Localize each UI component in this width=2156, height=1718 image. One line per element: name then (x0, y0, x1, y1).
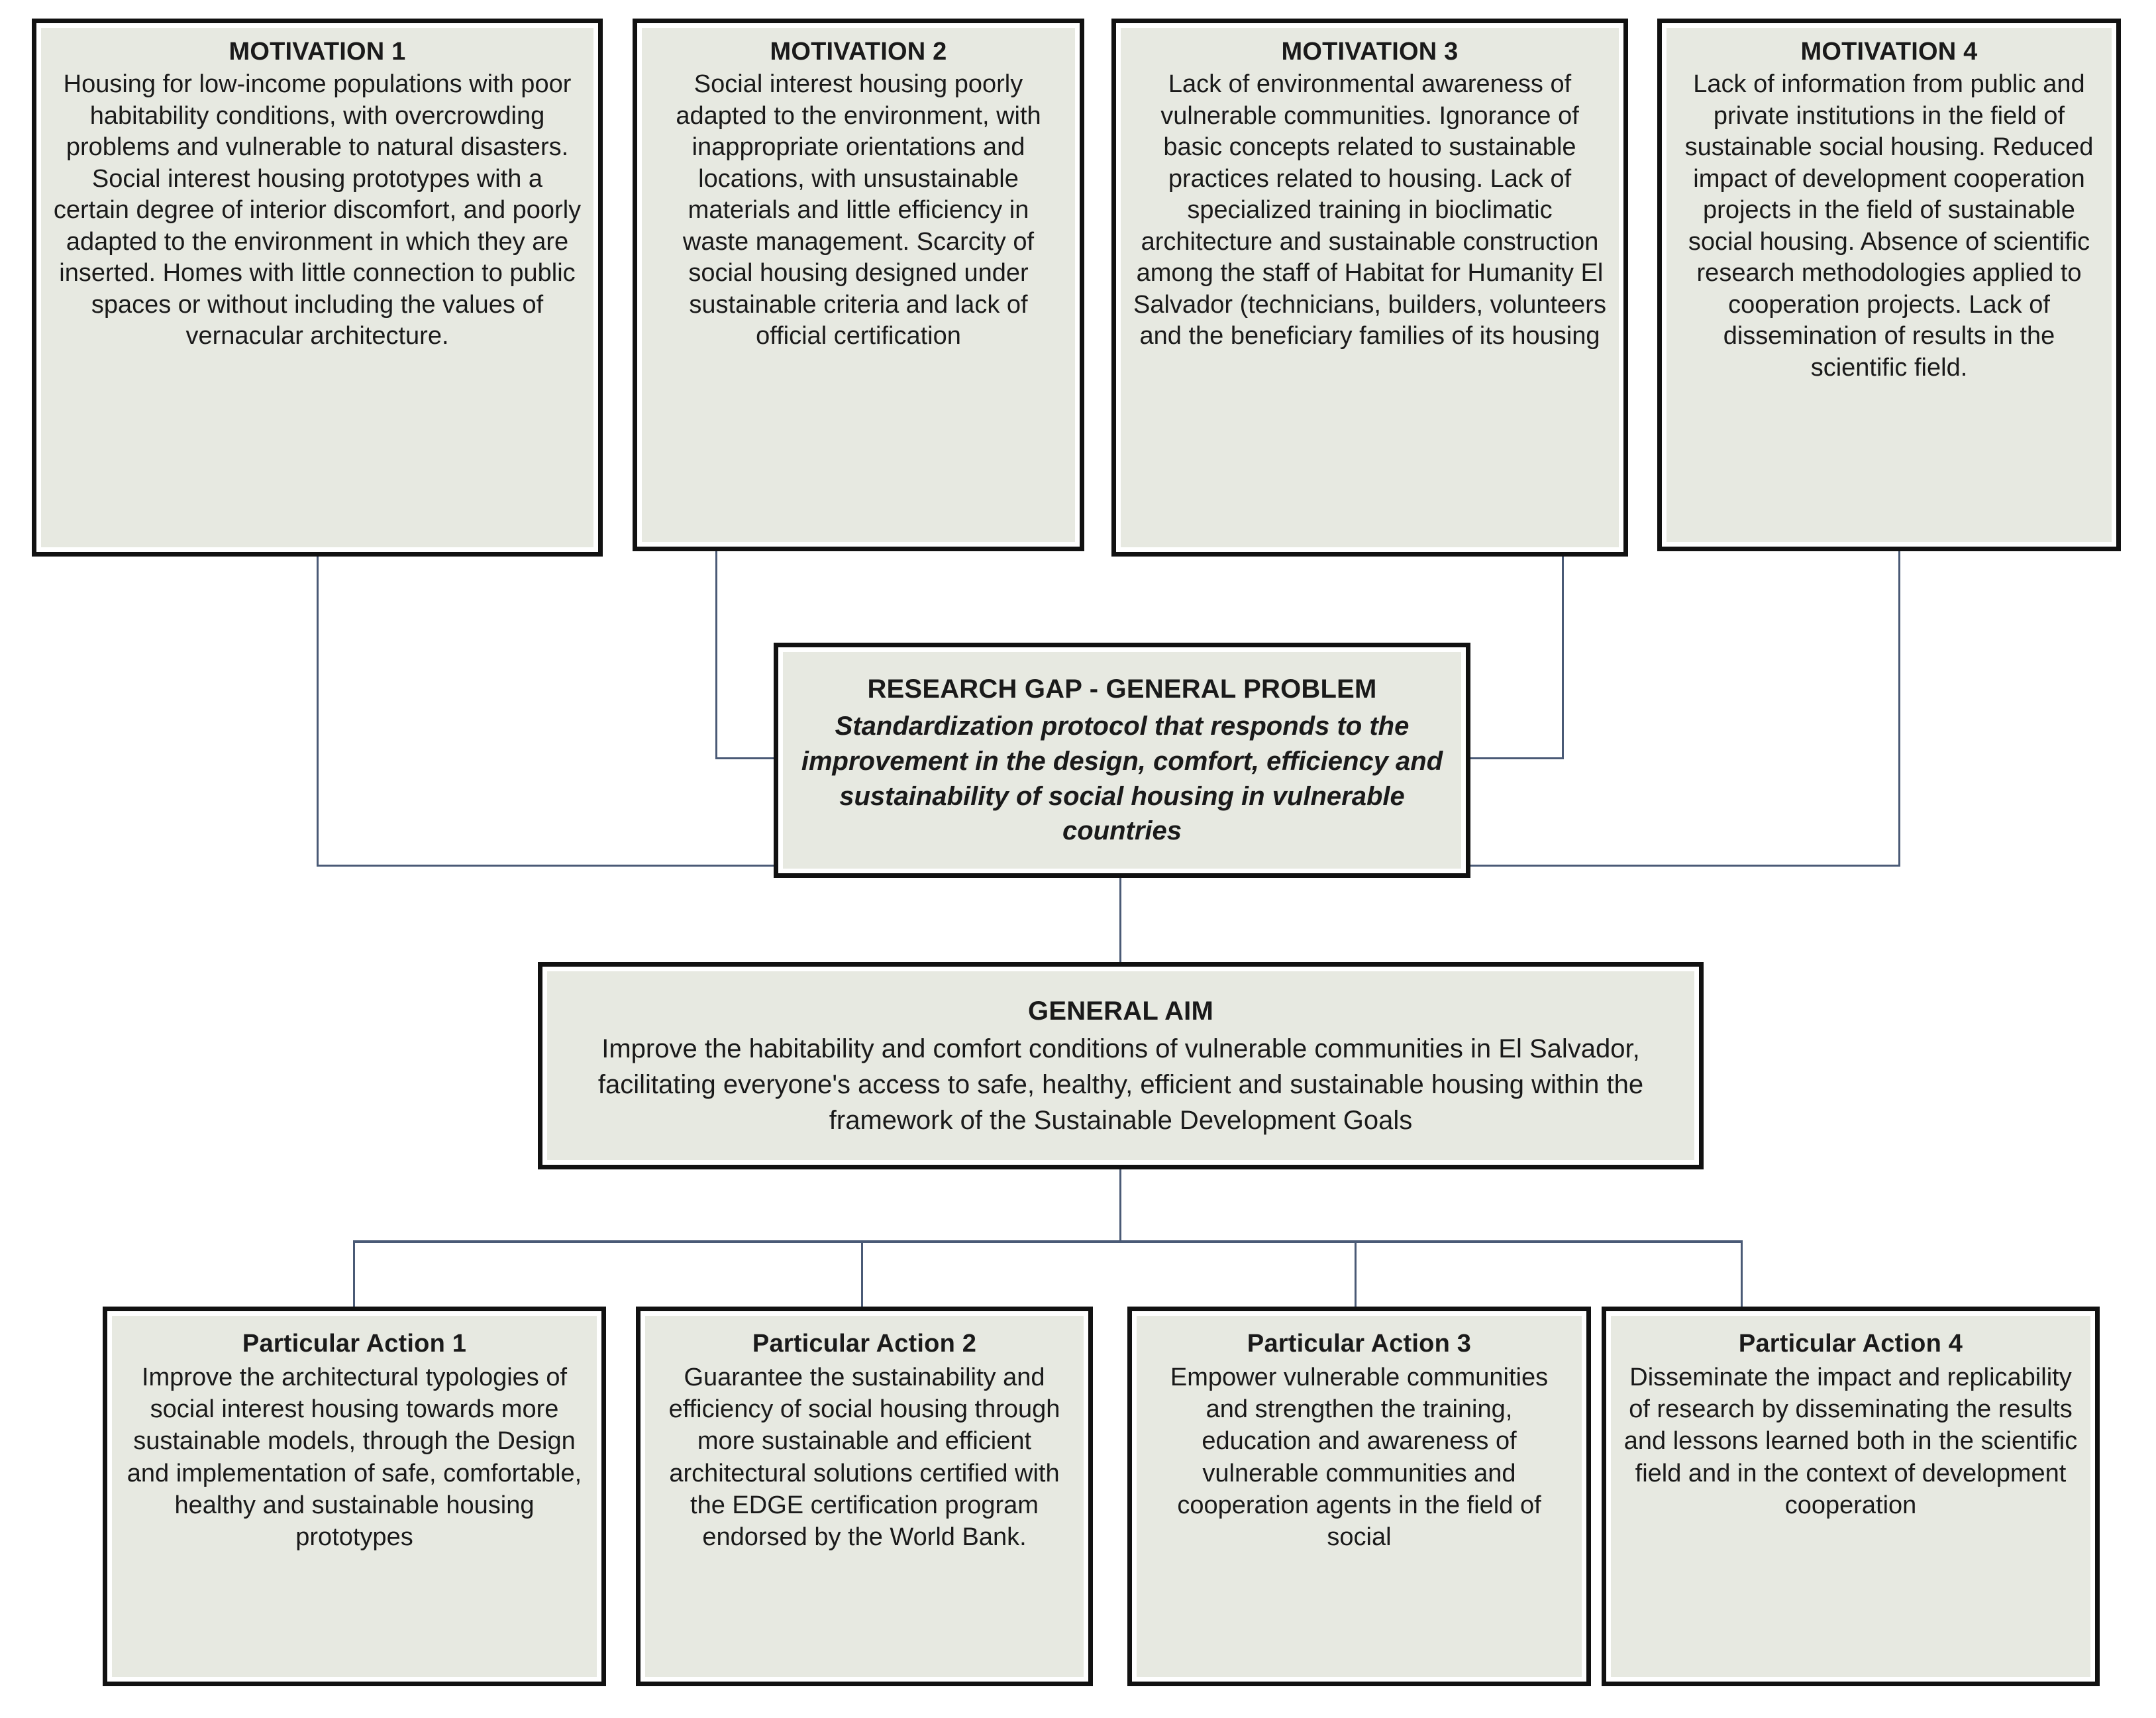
motivation-2-text: Social interest housing poorly adapted t… (676, 70, 1041, 350)
particular-action-4-title: Particular Action 4 (1738, 1330, 1963, 1358)
particular-action-box-2[interactable]: Particular Action 2 Guarantee the sustai… (636, 1307, 1093, 1686)
research-gap-text: Standardization protocol that responds t… (801, 711, 1443, 846)
connector-actions-bus (353, 1240, 1743, 1243)
connector-action-4-drop (1741, 1240, 1743, 1308)
particular-action-3-title: Particular Action 3 (1247, 1330, 1472, 1358)
connector-motivation-2-vertical (715, 551, 717, 759)
connector-action-2-drop (861, 1240, 863, 1308)
research-gap-box[interactable]: RESEARCH GAP - GENERAL PROBLEM Standardi… (774, 643, 1470, 878)
connector-motivation-3-vertical (1562, 557, 1564, 759)
particular-action-box-4[interactable]: Particular Action 4 Disseminate the impa… (1602, 1307, 2100, 1686)
motivation-4-title: MOTIVATION 4 (1800, 38, 1978, 66)
motivation-1-text: Housing for low-income populations with … (53, 70, 582, 350)
connector-aim-drop (1119, 1169, 1121, 1242)
research-gap-title: RESEARCH GAP - GENERAL PROBLEM (867, 674, 1377, 704)
motivation-box-1[interactable]: MOTIVATION 1 Housing for low-income popu… (32, 19, 603, 557)
particular-action-4-text: Disseminate the impact and replicability… (1623, 1363, 2078, 1519)
connector-motivation-2-horizontal (715, 757, 776, 759)
general-aim-text: Improve the habitability and comfort con… (597, 1034, 1644, 1135)
particular-action-1-text: Improve the architectural typologies of … (127, 1363, 582, 1552)
motivation-box-4[interactable]: MOTIVATION 4 Lack of information from pu… (1657, 19, 2121, 551)
particular-action-1-title: Particular Action 1 (242, 1330, 467, 1358)
connector-motivation-4-horizontal (1468, 865, 1900, 867)
connector-action-3-drop (1355, 1240, 1357, 1308)
connector-motivation-3-horizontal (1468, 757, 1564, 759)
motivation-3-title: MOTIVATION 3 (1281, 38, 1459, 66)
general-aim-box[interactable]: GENERAL AIM Improve the habitability and… (538, 962, 1704, 1169)
general-aim-title: GENERAL AIM (1028, 996, 1213, 1026)
particular-action-2-text: Guarantee the sustainability and efficie… (668, 1363, 1060, 1552)
motivation-4-text: Lack of information from public and priv… (1684, 70, 2094, 382)
particular-action-2-title: Particular Action 2 (752, 1330, 977, 1358)
particular-action-3-text: Empower vulnerable communities and stren… (1170, 1363, 1549, 1552)
particular-action-box-1[interactable]: Particular Action 1 Improve the architec… (103, 1307, 606, 1686)
motivation-box-3[interactable]: MOTIVATION 3 Lack of environmental aware… (1111, 19, 1628, 557)
motivation-box-2[interactable]: MOTIVATION 2 Social interest housing poo… (633, 19, 1084, 551)
connector-gap-to-aim (1119, 878, 1121, 967)
connector-motivation-1-horizontal (317, 865, 776, 867)
connector-action-1-drop (353, 1240, 355, 1308)
motivation-1-title: MOTIVATION 1 (229, 38, 406, 66)
motivation-2-title: MOTIVATION 2 (770, 38, 947, 66)
motivation-3-text: Lack of environmental awareness of vulne… (1133, 70, 1606, 350)
connector-motivation-4-vertical (1898, 551, 1900, 867)
particular-action-box-3[interactable]: Particular Action 3 Empower vulnerable c… (1127, 1307, 1591, 1686)
connector-motivation-1-vertical (317, 557, 319, 867)
